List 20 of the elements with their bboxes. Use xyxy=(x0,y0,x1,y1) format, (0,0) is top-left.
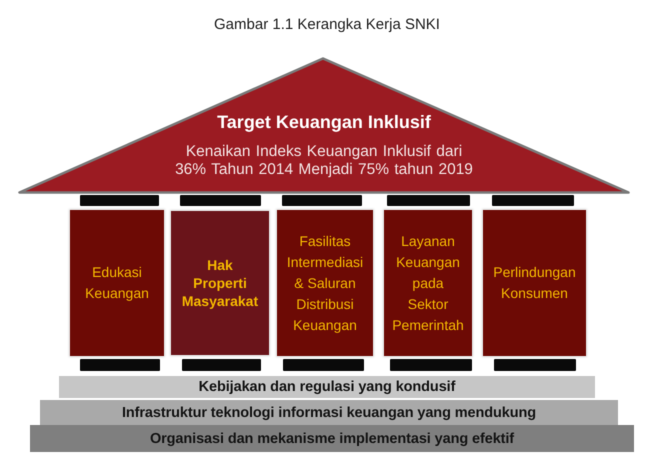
pillar-box xyxy=(70,210,164,356)
pillar-label: Hak Properti Masyarakat xyxy=(180,256,260,310)
roof-text: Kenaikan Indeks Keuangan Inklusif dari 36% Tahun 2014 Menjadi 75% tahun 2019 xyxy=(174,143,474,179)
step-bar xyxy=(30,425,634,452)
step-label: Kebijakan dan regulasi yang kondusif xyxy=(198,379,456,395)
step-label: Organisasi dan mekanisme implementasi yang efektif xyxy=(150,430,514,446)
figure-title: Gambar 1.1 Kerangka Kerja SNKI xyxy=(214,16,440,33)
roof-heading: Target Keuangan Inklusif xyxy=(217,112,431,133)
pillar-label: Perlindungan Konsumen xyxy=(492,263,577,303)
roof-triangle xyxy=(18,57,630,194)
pillar-box xyxy=(277,210,373,356)
pillar-box xyxy=(384,210,472,356)
pillar-label: Fasilitas Intermediasi & Saluran Distribusi Keuangan xyxy=(286,232,364,335)
step-bar xyxy=(59,376,595,398)
pillar-label: Edukasi Keuangan xyxy=(84,263,150,303)
step-label: Infrastruktur teknologi informasi keuangan yang mendukung xyxy=(122,404,536,420)
pillar-box xyxy=(483,210,586,356)
step-bar xyxy=(40,400,618,425)
pillar-label: Layanan Keuangan pada Sektor Pemerintah xyxy=(392,232,464,334)
pillar-box xyxy=(171,211,269,355)
